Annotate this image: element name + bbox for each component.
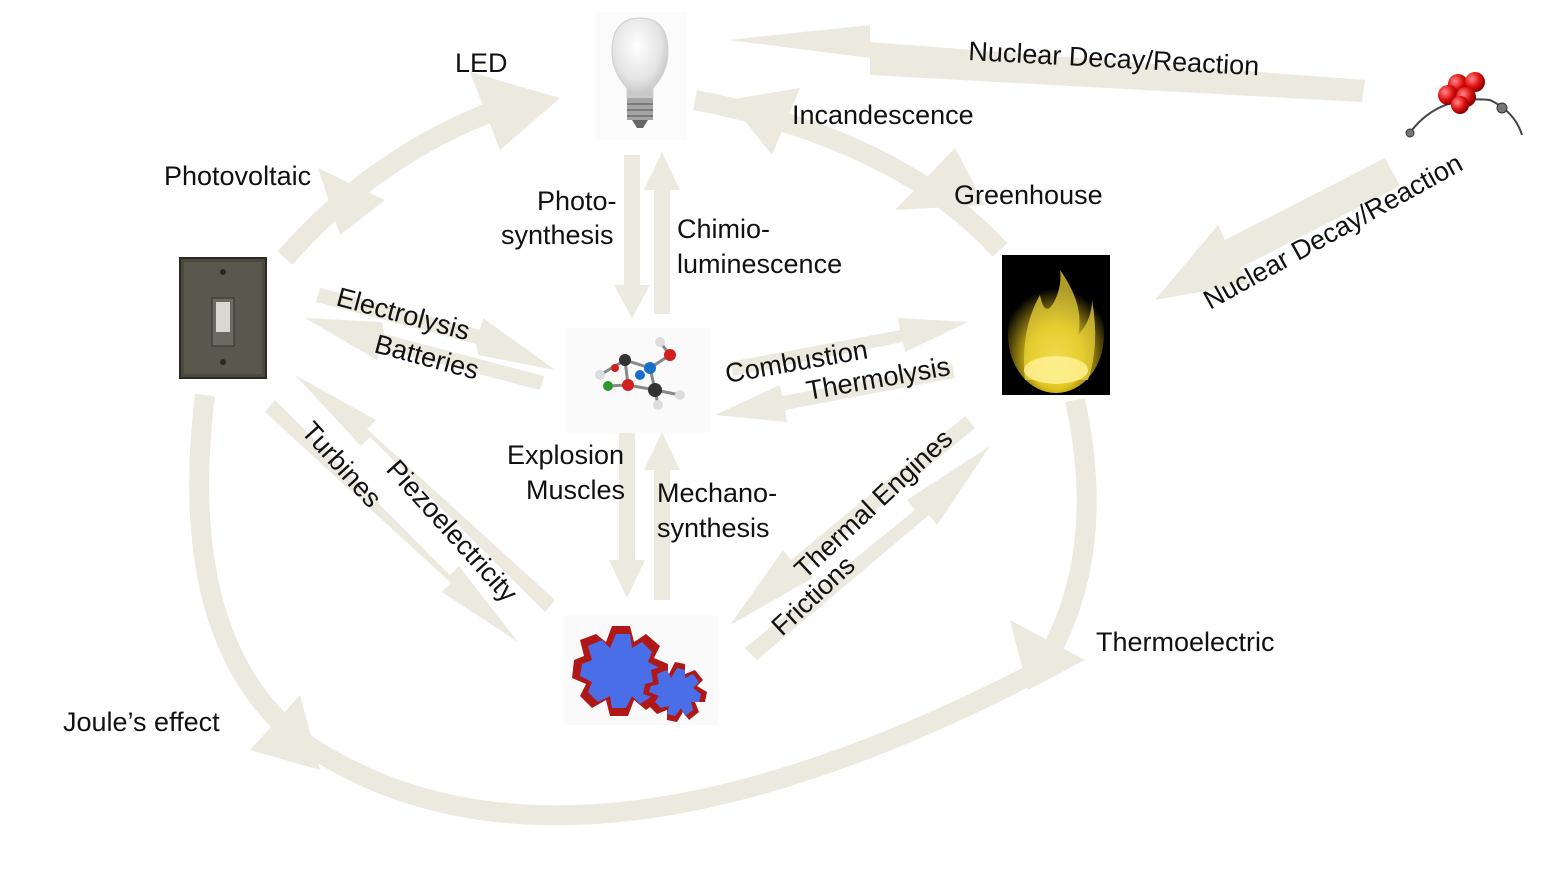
arc-joule: [189, 393, 307, 748]
label-greenhouse: Greenhouse: [954, 180, 1103, 210]
label-explosion: Explosion: [507, 440, 624, 470]
switch-toggle: [216, 302, 230, 332]
arrow-frictions: [745, 446, 990, 660]
arrow-piezoelectricity: [295, 375, 555, 612]
light-bulb-icon: [595, 12, 687, 140]
label-thermoelectric: Thermoelectric: [1096, 627, 1275, 657]
label-photosynthesis-line1: Photo-: [537, 186, 617, 216]
arrow-thermolysis: [715, 364, 955, 422]
electron: [1405, 128, 1415, 138]
arrow-electrolysis: [316, 288, 555, 370]
arrow-chemiluminescence: [644, 152, 680, 314]
label-chemiluminescence-line2: luminescence: [677, 249, 842, 279]
label-photovoltaic: Photovoltaic: [164, 161, 311, 191]
gear-large: [580, 634, 660, 708]
arrow-batteries: [305, 318, 544, 390]
inner-arrows: [265, 152, 990, 660]
arrow-photosynthesis: [614, 155, 650, 318]
label-incandescence: Incandescence: [792, 100, 974, 130]
molecule-backdrop: [565, 328, 710, 433]
arrow-combustion: [730, 318, 968, 376]
arrow-nuclear-right: [1155, 158, 1400, 300]
atom-icon: [1405, 72, 1523, 138]
outer-ring-arrows: [189, 72, 1097, 826]
bulb-glass: [611, 17, 669, 99]
arrow-explosion: [609, 432, 645, 598]
label-joule: Joule’s effect: [63, 707, 220, 737]
light-switch-icon: [179, 257, 267, 379]
label-nuclear-right: Nuclear Decay/Reaction: [1198, 148, 1467, 315]
electron: [1496, 102, 1508, 114]
gears-icon: [563, 615, 718, 725]
arrowhead-joule: [250, 695, 320, 770]
label-chemiluminescence-line1: Chimio-: [677, 214, 770, 244]
arrowhead-incandescence: [728, 88, 800, 155]
arc-thermoelectric: [1031, 397, 1097, 676]
flame-tongues: [1024, 270, 1096, 380]
molecule-icon: [565, 328, 710, 433]
arrow-turbines: [265, 400, 518, 642]
arrow-thermal-engines: [730, 416, 975, 625]
label-photosynthesis-line2: synthesis: [501, 220, 614, 250]
arrowhead-thermoelectric: [1010, 620, 1085, 690]
arrowhead-greenhouse: [895, 148, 985, 210]
arc-photovoltaic: [277, 95, 514, 265]
label-turbines: Turbines: [296, 416, 388, 513]
gear-small: [649, 668, 701, 716]
atom-orbit: [1411, 98, 1523, 136]
arrowhead-photovoltaic: [318, 168, 385, 235]
arrowhead-led: [470, 72, 560, 150]
label-muscles: Muscles: [526, 475, 625, 505]
flame-icon: [1002, 255, 1110, 395]
label-led: LED: [455, 48, 508, 78]
arrow-mechanosynthesis: [644, 432, 680, 600]
label-mechanosynthesis-line2: synthesis: [657, 513, 770, 543]
label-mechanosynthesis-line1: Mechano-: [657, 478, 777, 508]
arrow-nuclear-top: [728, 25, 1365, 102]
arc-bottom: [294, 661, 1045, 826]
